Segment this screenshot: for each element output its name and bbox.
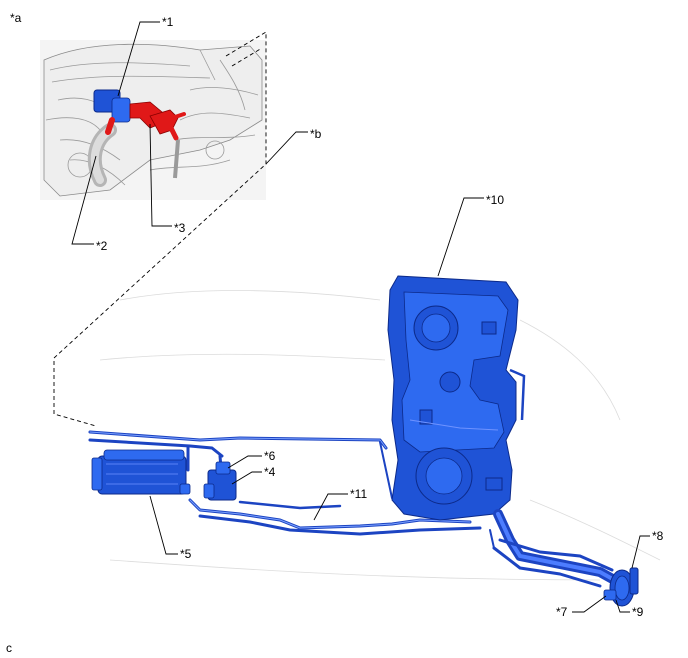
callout-9: *9 (632, 605, 644, 619)
underbody-ghost (99, 290, 661, 581)
charcoal-canister (91, 449, 191, 495)
view-label-b: *b (310, 127, 322, 141)
view-label-c: c (6, 641, 12, 655)
callout-8: *8 (652, 529, 664, 543)
projection-lines (53, 31, 267, 427)
callout-5: *5 (180, 547, 192, 561)
view-label-a: *a (10, 11, 22, 25)
fuel-lines (88, 430, 482, 536)
callout-4: *4 (264, 465, 276, 479)
callout-10: *10 (486, 193, 504, 207)
filler-neck (603, 567, 639, 607)
callout-11: *11 (350, 487, 367, 501)
engine-inset-view (40, 40, 266, 200)
callout-6: *6 (264, 449, 276, 463)
leader-lines (71, 21, 650, 613)
filler-pipe (489, 509, 623, 588)
canister-pump-module (203, 461, 237, 501)
fuel-tank (387, 275, 526, 521)
callout-1: *1 (162, 15, 174, 29)
callout-3: *3 (174, 221, 186, 235)
callout-2: *2 (96, 239, 108, 253)
callout-7: *7 (556, 605, 568, 619)
